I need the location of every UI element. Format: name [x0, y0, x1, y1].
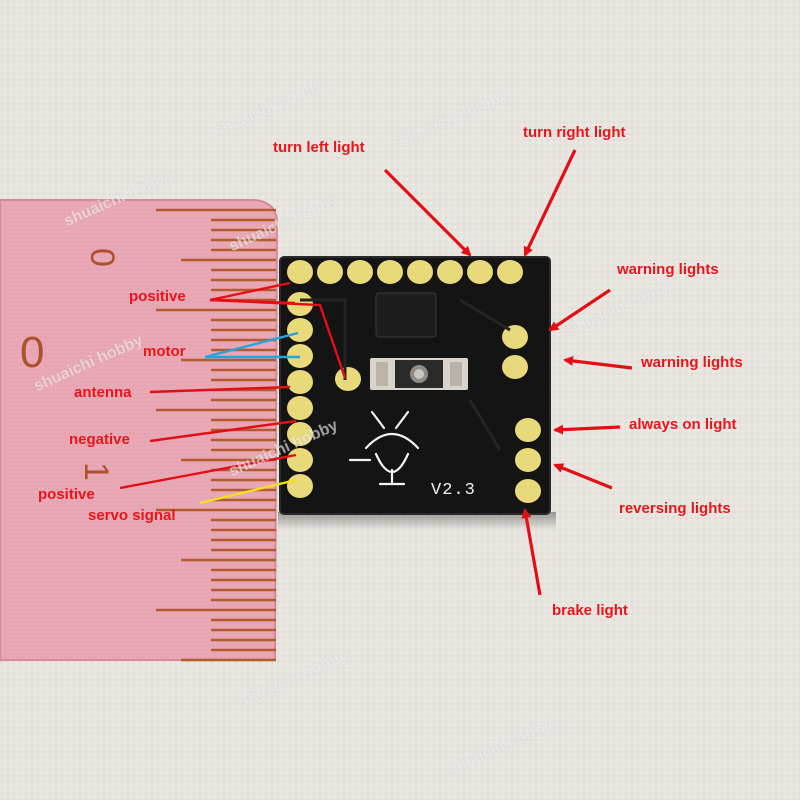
solder-pad [502, 325, 528, 349]
leader-line [204, 331, 299, 359]
led-component [370, 358, 468, 390]
red-arrow [523, 149, 577, 257]
solder-pad [437, 260, 463, 284]
label-motor: motor [143, 343, 186, 360]
silkscreen-logo [348, 410, 420, 486]
annotation-arrows [119, 149, 633, 596]
red-arrow [563, 355, 633, 370]
leader-line [119, 453, 297, 490]
pcb-pads [287, 260, 541, 503]
ruler-mark: 0 [82, 248, 121, 267]
solder-pad [502, 355, 528, 379]
solder-pad [407, 260, 433, 284]
solder-pad [467, 260, 493, 284]
solder-pad [515, 418, 541, 442]
solder-pad [497, 260, 523, 284]
label-reversing-lights: reversing lights [619, 500, 731, 517]
solder-pad [287, 448, 313, 472]
label-negative: negative [69, 431, 130, 448]
solder-pad [377, 260, 403, 284]
solder-pad [287, 422, 313, 446]
label-always-on-light: always on light [629, 416, 737, 433]
leader-line [149, 419, 297, 443]
solder-pad [287, 260, 313, 284]
red-arrow [548, 288, 611, 332]
solder-pad [515, 479, 541, 503]
leader-line [209, 281, 291, 302]
label-antenna: antenna [74, 384, 132, 401]
red-arrow [553, 463, 613, 490]
solder-pad [287, 318, 313, 342]
board-version: V2.3 [431, 481, 476, 500]
solder-pad [317, 260, 343, 284]
red-arrow [553, 424, 621, 435]
leader-line [209, 298, 347, 379]
pcb-board [279, 256, 551, 515]
chip [375, 292, 437, 338]
leader-line [149, 385, 291, 394]
ruler [0, 199, 279, 662]
label-brake-light: brake light [552, 602, 628, 619]
solder-pad [347, 260, 373, 284]
solder-pad [287, 370, 313, 394]
ruler-mark: 0 [20, 328, 45, 377]
solder-pad [515, 448, 541, 472]
red-arrow [383, 168, 472, 257]
ruler-mark: 1 [76, 462, 115, 481]
label-warning-lights: warning lights [617, 261, 719, 278]
solder-pad [335, 367, 361, 391]
ruler-ticks [156, 208, 276, 662]
label-positive: positive [129, 288, 186, 305]
label-turn-right-light: turn right light [523, 124, 626, 141]
red-arrow [521, 508, 542, 596]
label-turn-left-light: turn left light [273, 139, 365, 156]
solder-pad [287, 396, 313, 420]
solder-pad [287, 474, 313, 498]
label-servo-signal: servo signal [88, 507, 176, 524]
label-warning-lights: warning lights [641, 354, 743, 371]
label-positive: positive [38, 486, 95, 503]
leader-line [199, 478, 297, 505]
